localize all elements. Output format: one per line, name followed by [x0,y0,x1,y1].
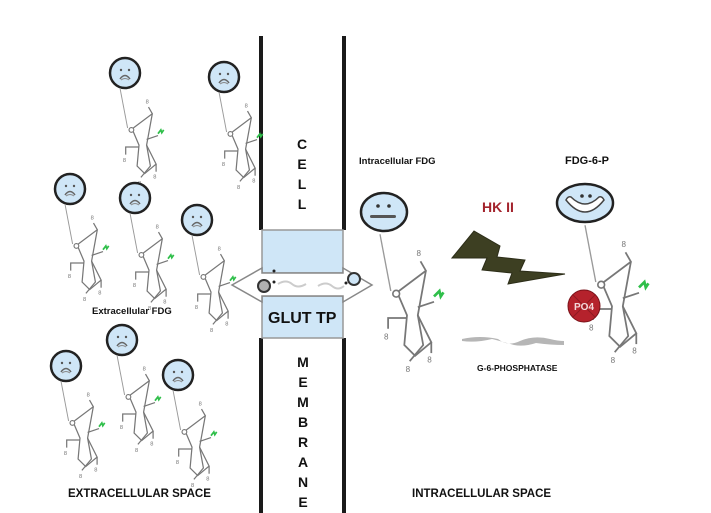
fdg6p-label: FDG-6-P [565,155,609,167]
sad-face-icon [118,181,152,215]
extracellular-space-label: EXTRACELLULAR SPACE [68,488,211,500]
g6phosphatase-arrow [462,337,564,346]
fdg6p-molecule: PO4 [555,182,650,366]
letter: E [298,374,308,390]
glut-transporter-label: GLUT TP [268,310,337,327]
sad-face-icon [53,172,87,206]
molecule-in-transport-left [257,279,271,293]
extracellular-fdg-molecule [161,358,218,490]
neutral-face-icon [359,191,409,233]
letter: L [297,196,307,212]
extracellular-fdg-molecule [207,60,264,192]
molecule-in-transport-right [347,272,361,286]
letter: B [297,414,309,430]
sad-face-icon [161,358,195,392]
extracellular-fdg-molecule [180,203,237,335]
sad-face-icon [49,349,83,383]
phosphate-label: PO4 [574,302,594,313]
letter: A [297,454,309,470]
membrane-label-membrane: M E M B R A N E [293,352,313,512]
hk2-label: HK II [482,199,514,215]
letter: M [297,354,309,370]
extracellular-fdg-molecule [53,172,110,304]
cell-membrane [259,36,346,513]
sad-face-icon [108,56,142,90]
intracellular-space-label: INTRACELLULAR SPACE [412,488,552,500]
letter: N [297,474,309,490]
extracellular-fdg-molecule [105,323,162,455]
intracellular-fdg-label: Intracellular FDG [359,156,436,167]
happy-face-icon [555,182,615,224]
extracellular-fdg-molecule [49,349,106,481]
glut-transporter [230,229,374,339]
letter: M [297,394,309,410]
phosphate-group: PO4 [567,289,601,323]
letter: E [297,156,307,172]
letter: E [298,494,308,510]
intracellular-fdg-molecule [359,191,445,375]
g6phosphatase-label: G-6-PHOSPHATASE [477,363,558,373]
extracellular-fdg-label: Extracellular FDG [92,306,172,317]
letter: R [297,434,309,450]
letter: L [297,176,307,192]
letter: C [296,136,308,152]
extracellular-fdg-molecule [118,181,175,313]
hk2-arrow-bolt [450,230,566,285]
extracellular-fdg-molecules [49,56,264,490]
membrane-label-cell: C E L L [292,134,312,214]
sad-face-icon [105,323,139,357]
sad-face-icon [207,60,241,94]
sad-face-icon [180,203,214,237]
extracellular-fdg-molecule [108,56,165,188]
